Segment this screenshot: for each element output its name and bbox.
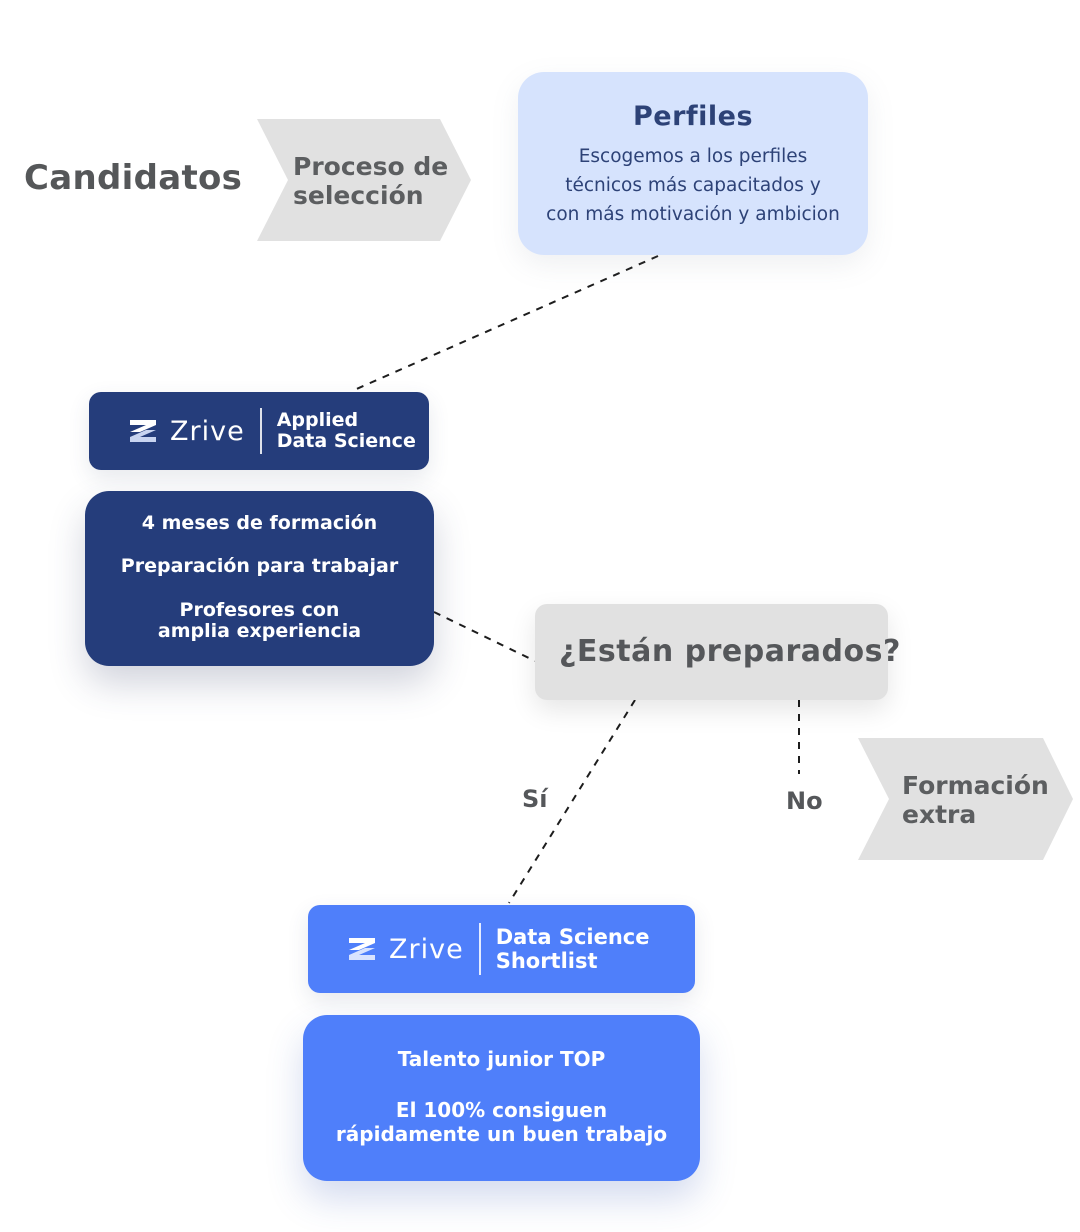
extra-training-label: Formación extra [902, 771, 1049, 829]
program-feature: Profesores con [179, 599, 340, 621]
product-name-line: Data Science [495, 925, 650, 949]
selection-process-label: Proceso de selección [293, 152, 448, 210]
zrive-logo-icon [130, 420, 156, 442]
brand-divider [259, 408, 262, 454]
product-name-line: Shortlist [495, 949, 598, 973]
decision-question: ¿Están preparados? [559, 634, 901, 669]
zrive-logo-icon [349, 938, 375, 960]
extra-training-line: Formación [902, 771, 1049, 800]
shortlist-header: Zrive Data Science Shortlist [308, 905, 695, 993]
shortlist-feature: rápidamente un buen trabajo [335, 1122, 668, 1146]
profiles-description-line: Escogemos a los perfiles [578, 146, 808, 167]
selection-process-line: selección [293, 181, 424, 210]
brand-name: Zrive [170, 415, 245, 447]
shortlist-features-card: Talento junior TOP El 100% consiguen ráp… [303, 1015, 700, 1181]
extra-training-line: extra [902, 800, 977, 829]
selection-process-chevron [257, 119, 471, 241]
program-features-card: 4 meses de formación Preparación para tr… [85, 491, 434, 666]
shortlist-feature: Talento junior TOP [397, 1047, 606, 1071]
program-feature: 4 meses de formación [141, 512, 378, 534]
brand-divider [478, 923, 481, 975]
brand-name: Zrive [389, 933, 464, 965]
product-name: Applied Data Science [277, 410, 416, 452]
profiles-card: Perfiles Escogemos a los perfiles técnic… [518, 72, 868, 255]
profiles-description: Escogemos a los perfiles técnicos más ca… [518, 142, 868, 229]
connector-decision-yes [508, 699, 636, 904]
connector-program-to-decision [433, 611, 536, 662]
program-feature: amplia experiencia [157, 620, 362, 642]
shortlist-feature: El 100% consiguen [395, 1098, 608, 1122]
selection-process-line: Proceso de [293, 152, 449, 181]
connector-profiles-to-program [351, 255, 659, 392]
yes-branch-label: Sí [522, 785, 548, 813]
profiles-description-line: con más motivación y ambicion [546, 204, 840, 225]
program-feature: Preparación para trabajar [120, 555, 399, 577]
decision-node: ¿Están preparados? [535, 604, 900, 700]
candidates-label: Candidatos [24, 158, 243, 198]
product-name-line: Applied [276, 409, 359, 431]
product-name: Data Science Shortlist [496, 925, 650, 973]
no-branch-label: No [786, 787, 823, 815]
product-name-line: Data Science [276, 430, 416, 452]
profiles-description-line: técnicos más capacitados y [565, 175, 821, 196]
extra-training-chevron [858, 738, 1073, 860]
applied-data-science-header: Zrive Applied Data Science [89, 392, 429, 470]
profiles-title: Perfiles [632, 101, 754, 132]
